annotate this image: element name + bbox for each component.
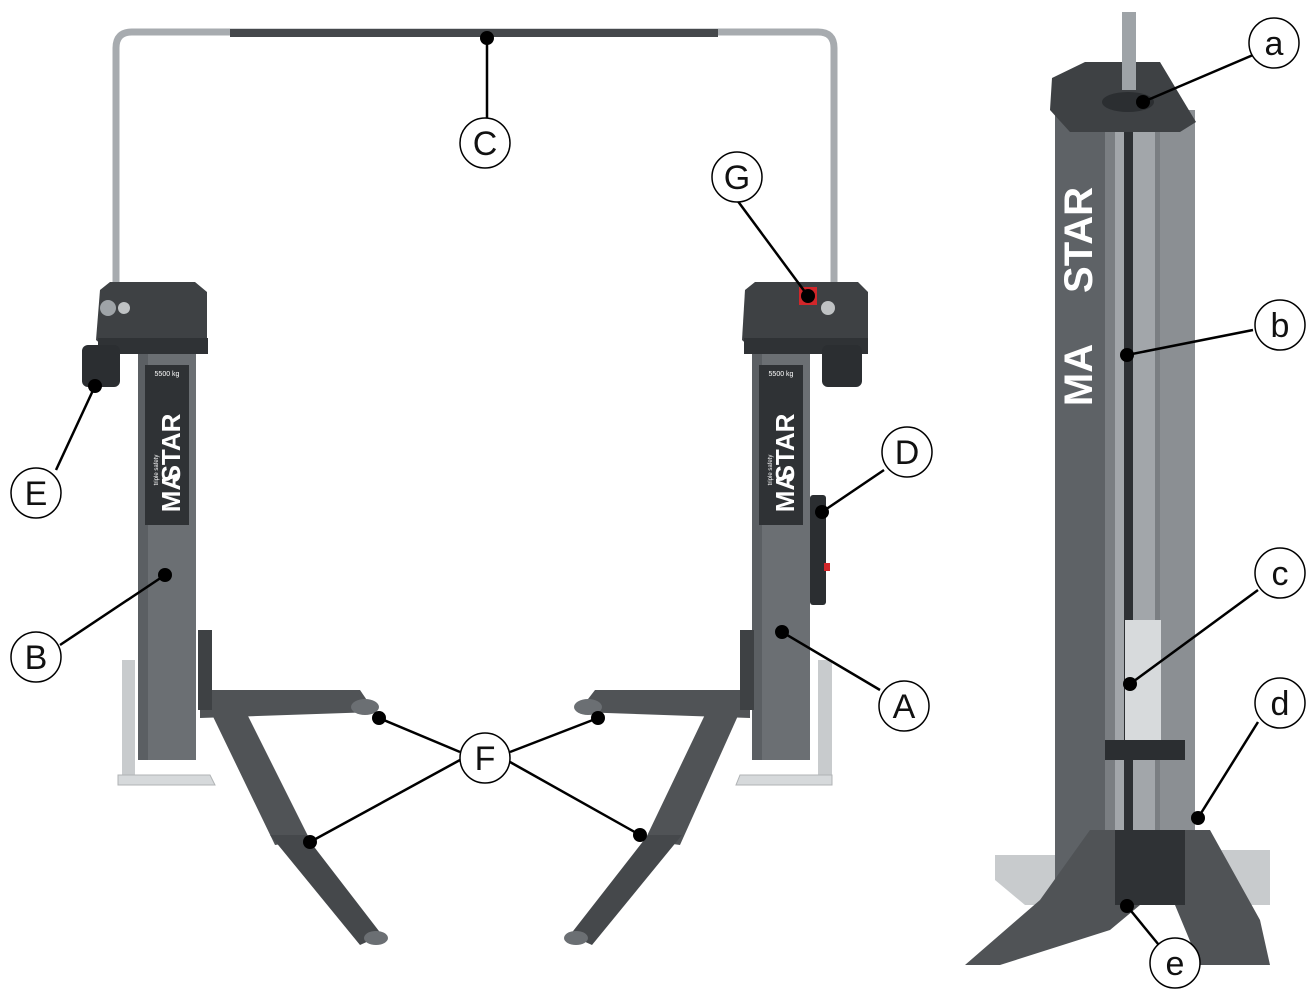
callout-d: d [1254, 677, 1306, 729]
callouts: C G E B D A F a [10, 17, 1306, 989]
callout-E-label: E [25, 475, 48, 513]
right-tagline: triple safety [768, 455, 774, 486]
callout-e: e [1149, 937, 1201, 989]
callout-C: C [459, 117, 511, 169]
left-arms [198, 630, 388, 945]
right-head [742, 282, 868, 387]
right-arms [564, 630, 754, 945]
column-detail: STAR MA [965, 12, 1270, 965]
callout-b: b [1254, 299, 1306, 351]
anchor-dots [88, 31, 1205, 913]
leader-lines [54, 38, 1260, 951]
callout-F-label: F [475, 740, 496, 778]
right-capacity: 5500 kg [769, 371, 794, 378]
callout-c: c [1254, 547, 1306, 599]
callout-E: E [10, 467, 62, 519]
left-brand-ma: MA [156, 472, 186, 513]
callout-A: A [878, 680, 930, 732]
callout-a: a [1248, 17, 1300, 69]
right-base-plate [735, 660, 833, 786]
callout-B: B [10, 631, 62, 683]
left-head [82, 282, 208, 387]
left-column: STAR MA 5500 kg triple safety [138, 350, 196, 760]
callout-d-label: d [1271, 685, 1290, 723]
callout-b-label: b [1271, 307, 1290, 345]
left-tagline: triple safety [154, 455, 160, 486]
detail-brand-star: STAR [1057, 187, 1101, 293]
right-brand-ma: MA [770, 472, 800, 513]
callout-e-label: e [1166, 945, 1185, 983]
left-capacity: 5500 kg [155, 371, 180, 378]
callout-D-label: D [895, 434, 920, 472]
callout-B-label: B [25, 639, 48, 677]
callout-G: G [711, 151, 763, 203]
callout-C-label: C [473, 125, 498, 163]
callout-D: D [881, 426, 933, 478]
callout-c-label: c [1272, 555, 1289, 593]
detail-brand-ma: MA [1057, 344, 1101, 406]
callout-F: F [459, 732, 511, 784]
overhead-bar [112, 28, 838, 300]
right-column: STAR MA 5500 kg triple safety [752, 350, 830, 760]
left-base-plate [117, 660, 216, 786]
callout-G-label: G [724, 159, 750, 197]
left-brand-star: STAR [156, 413, 186, 482]
callout-A-label: A [893, 688, 916, 726]
callout-a-label: a [1265, 25, 1284, 63]
right-brand-star: STAR [770, 413, 800, 482]
